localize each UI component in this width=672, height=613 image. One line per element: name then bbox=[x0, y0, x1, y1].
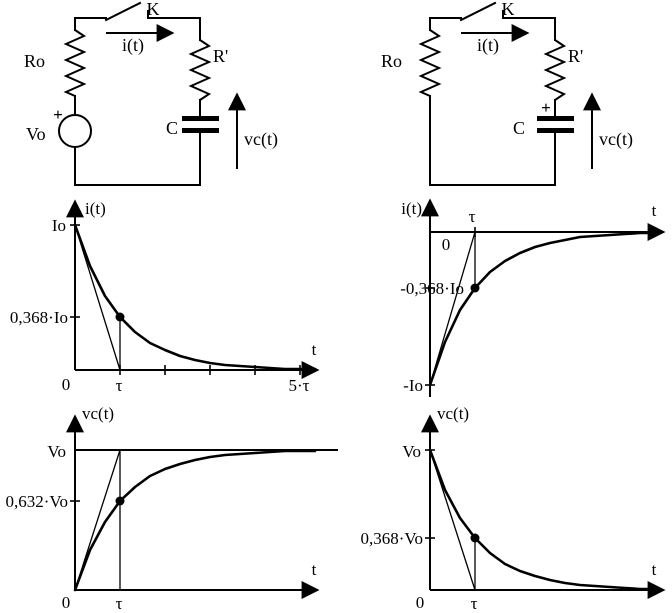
capacitor-plate-bottom bbox=[182, 128, 219, 133]
graph-voltage-charge: vc(t) Vo 0,632·Vo t 0 τ bbox=[6, 404, 338, 613]
current-label: i(t) bbox=[477, 35, 499, 56]
switch-label: K bbox=[147, 0, 160, 19]
x-axis-label: t bbox=[652, 560, 657, 579]
zero-label: 0 bbox=[442, 235, 451, 254]
capacitor-plate-bottom bbox=[537, 128, 574, 133]
decay-curve bbox=[428, 448, 662, 591]
end-tick-label: 5·τ bbox=[289, 376, 310, 395]
asymptote-label: Vo bbox=[47, 442, 66, 461]
capacitor-label: C bbox=[513, 118, 525, 138]
rise-curve bbox=[428, 231, 662, 387]
tangent-point-label: 0,632·Vo bbox=[6, 492, 69, 511]
graph-current-charge: i(t) Io 0,368·Io t 0 τ 5·τ bbox=[10, 199, 320, 395]
y-axis-label: vc(t) bbox=[82, 404, 114, 423]
initial-value-label: -Io bbox=[403, 376, 423, 395]
tangent-point-label: 0,368·Vo bbox=[361, 529, 424, 548]
wire-top-right bbox=[502, 17, 556, 41]
resistor-rprime bbox=[188, 39, 212, 101]
tangent-point bbox=[115, 496, 125, 506]
decay-curve bbox=[73, 223, 317, 371]
source-label: Vo bbox=[26, 124, 46, 144]
tangent-point bbox=[115, 312, 125, 322]
tau-label: τ bbox=[116, 594, 123, 613]
switch-lever bbox=[459, 1, 497, 22]
tangent-line bbox=[429, 231, 476, 386]
resistor-rprime-label: R' bbox=[213, 46, 228, 66]
voltage-source-symbol bbox=[58, 114, 92, 148]
resistor-rprime-label: R' bbox=[568, 46, 583, 66]
resistor-ro-label: Ro bbox=[24, 51, 45, 71]
discharge-circuit: K i(t) Ro R' + C vc(t) bbox=[381, 0, 633, 186]
graph-current-discharge: i(t) t τ 0 -0,368·Io -Io bbox=[400, 198, 666, 397]
tau-label: τ bbox=[469, 207, 476, 226]
rise-curve bbox=[73, 449, 317, 592]
tangent-point-label: -0,368·Io bbox=[400, 279, 464, 298]
wire-top-right bbox=[147, 17, 201, 41]
switch-lever bbox=[104, 1, 142, 22]
origin-label: 0 bbox=[62, 593, 71, 612]
resistor-rprime bbox=[543, 39, 567, 101]
resistor-ro bbox=[63, 29, 87, 97]
cap-voltage-label: vc(t) bbox=[599, 129, 633, 150]
origin-label: 0 bbox=[62, 375, 71, 394]
capacitor-plate-top bbox=[182, 116, 219, 121]
charge-circuit: K i(t) Ro R' + Vo C vc(t) bbox=[24, 0, 278, 186]
tangent-point bbox=[470, 533, 480, 543]
capacitor-plus-sign: + bbox=[541, 98, 551, 117]
tangent-point bbox=[470, 283, 480, 293]
x-axis-label: t bbox=[652, 201, 657, 220]
y-axis-label: vc(t) bbox=[437, 404, 469, 423]
y-axis-label: i(t) bbox=[401, 199, 422, 218]
initial-value-label: Vo bbox=[402, 442, 421, 461]
switch-label: K bbox=[502, 0, 515, 19]
current-label: i(t) bbox=[122, 35, 144, 56]
resistor-ro bbox=[418, 29, 442, 97]
tau-label: τ bbox=[471, 594, 478, 613]
tau-label: τ bbox=[116, 376, 123, 395]
y-axis-label: i(t) bbox=[85, 199, 106, 218]
capacitor-plate-top bbox=[537, 116, 574, 121]
tangent-point-label: 0,368·Io bbox=[10, 308, 68, 327]
initial-value-label: Io bbox=[52, 216, 66, 235]
capacitor-label: C bbox=[166, 118, 178, 138]
x-axis-label: t bbox=[312, 560, 317, 579]
resistor-ro-label: Ro bbox=[381, 51, 402, 71]
origin-label: 0 bbox=[416, 593, 425, 612]
graph-voltage-discharge: vc(t) Vo 0,368·Vo t 0 τ bbox=[361, 404, 666, 613]
x-axis-label: t bbox=[312, 340, 317, 359]
source-plus-sign: + bbox=[53, 105, 63, 124]
cap-voltage-label: vc(t) bbox=[244, 129, 278, 150]
